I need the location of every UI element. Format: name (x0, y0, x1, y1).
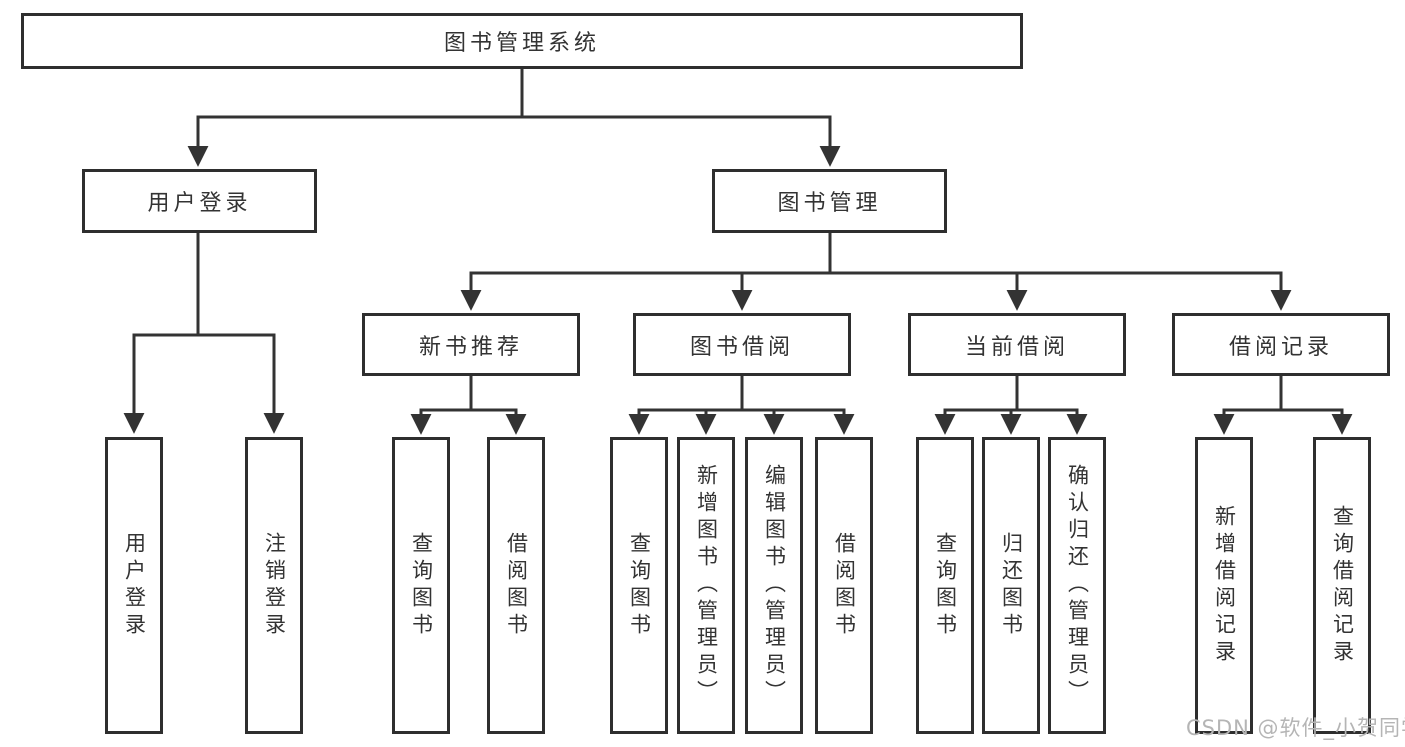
leaf-borrow-books-borrowing: 借阅图书 (815, 437, 873, 734)
leaf-borrow-books-recommend: 借阅图书 (487, 437, 545, 734)
node-new-book-recommendation: 新书推荐 (362, 313, 580, 376)
leaf-query-books-current: 查询图书 (916, 437, 974, 734)
leaf-add-borrow-record: 新增借阅记录 (1195, 437, 1253, 734)
leaf-edit-book-admin: 编辑图书（管理员） (745, 437, 803, 734)
node-user-login: 用户登录 (82, 169, 317, 233)
csdn-watermark: CSDN @软件_小贺同学 (1186, 716, 1405, 740)
leaf-query-books-borrowing: 查询图书 (610, 437, 668, 734)
node-book-management: 图书管理 (712, 169, 947, 233)
leaf-logout: 注销登录 (245, 437, 303, 734)
leaf-query-books-recommend: 查询图书 (392, 437, 450, 734)
node-current-borrowing: 当前借阅 (908, 313, 1126, 376)
leaf-user-login: 用户登录 (105, 437, 163, 734)
leaf-confirm-return-admin: 确认归还（管理员） (1048, 437, 1106, 734)
node-library-management-system: 图书管理系统 (21, 13, 1023, 69)
node-book-borrowing: 图书借阅 (633, 313, 851, 376)
node-borrowing-records: 借阅记录 (1172, 313, 1390, 376)
leaf-add-book-admin: 新增图书（管理员） (677, 437, 735, 734)
leaf-query-borrow-record: 查询借阅记录 (1313, 437, 1371, 734)
leaf-return-books: 归还图书 (982, 437, 1040, 734)
